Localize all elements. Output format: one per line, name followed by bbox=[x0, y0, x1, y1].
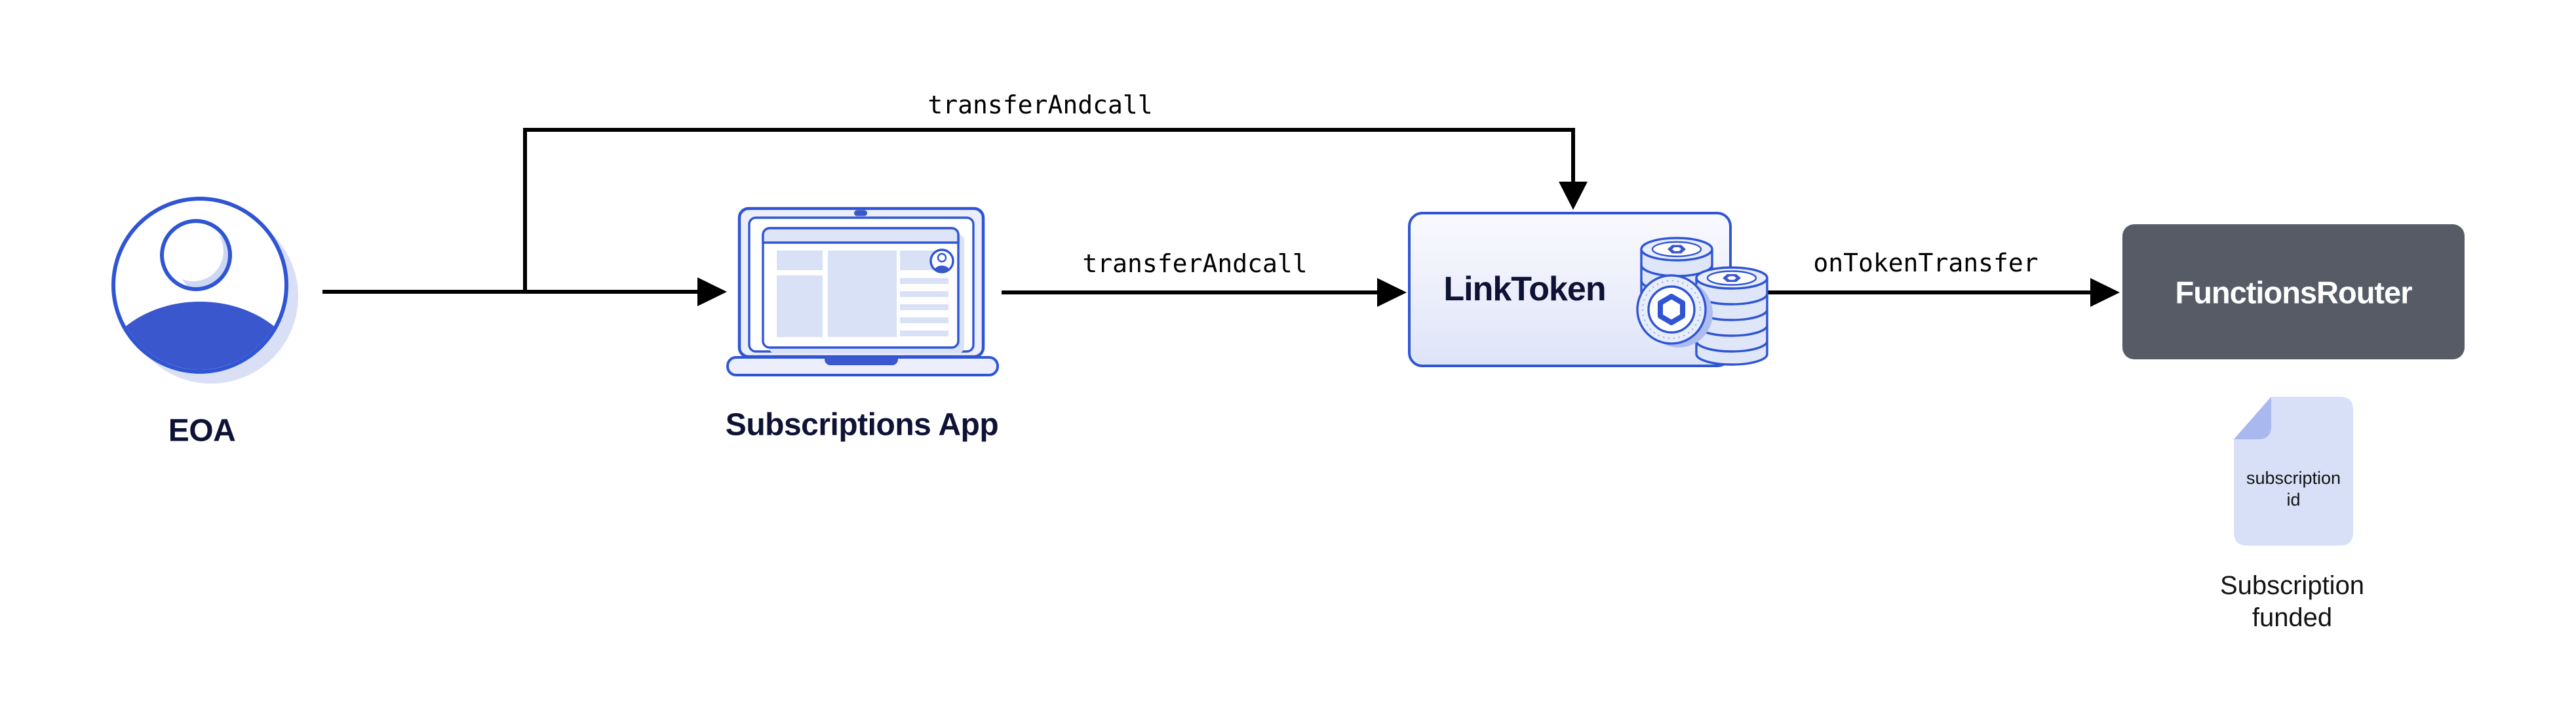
caption-line1: Subscription bbox=[2219, 571, 2365, 600]
functionsrouter-node-label: FunctionsRouter bbox=[2175, 275, 2413, 310]
subscription-id-doc-text: subscription id bbox=[2246, 468, 2341, 511]
subscriptions-app-node-label: Subscriptions App bbox=[725, 407, 999, 443]
edge-label-ontokentransfer: onTokenTransfer bbox=[1813, 249, 2039, 277]
laptop-icon bbox=[726, 207, 999, 376]
eoa-node-label: EOA bbox=[168, 413, 236, 449]
mini-avatar-icon bbox=[929, 249, 954, 273]
caption-line2: funded bbox=[2252, 603, 2333, 632]
browser-shadow bbox=[769, 234, 964, 353]
linktoken-node-label: LinkToken bbox=[1443, 270, 1606, 308]
subscription-funded-caption: Subscription funded bbox=[2220, 570, 2364, 634]
doc-text-line1: subscription bbox=[2246, 468, 2341, 488]
arrow-linktoken-to-router bbox=[1744, 278, 2120, 307]
arrow-app-to-linktoken bbox=[1002, 278, 1407, 307]
functionsrouter-node bbox=[2122, 224, 2465, 359]
arrow-eoa-to-app bbox=[322, 277, 727, 306]
edge-label-transferandcall-mid: transferAndcall bbox=[1082, 249, 1308, 278]
connectors bbox=[322, 128, 2120, 307]
doc-text-line2: id bbox=[2286, 490, 2301, 509]
edge-label-transferandcall-top: transferAndcall bbox=[927, 90, 1153, 119]
